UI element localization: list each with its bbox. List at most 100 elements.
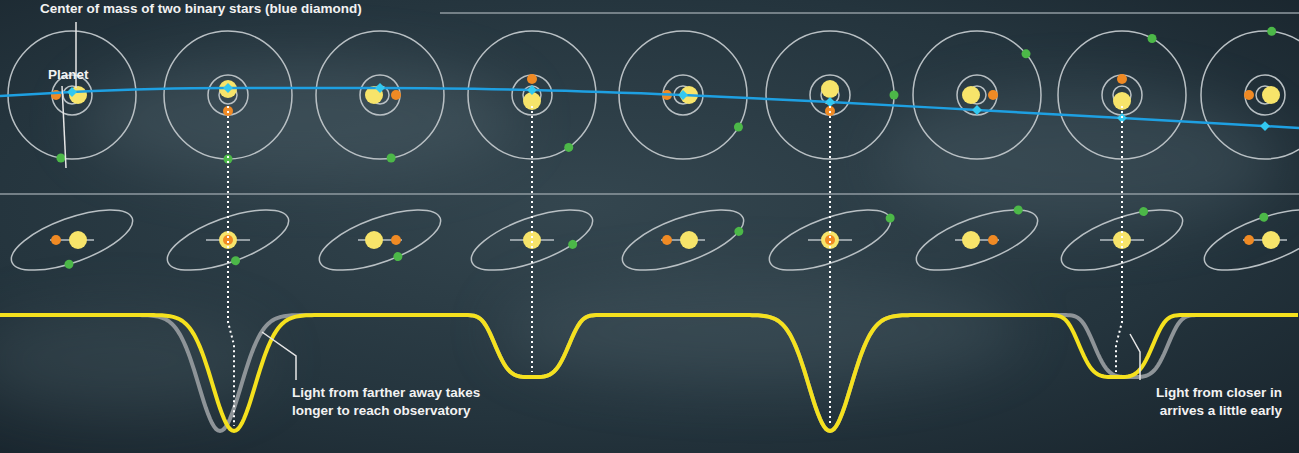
large-star [821, 80, 839, 98]
planet-dot [1022, 49, 1031, 58]
callout-label: Light from farther away takes longer to … [292, 384, 507, 420]
orbit-ring [468, 31, 596, 159]
orbit-ellipse [615, 197, 750, 282]
orbit-panel [316, 31, 444, 163]
small-star [527, 74, 537, 84]
orbit-ring [360, 75, 400, 115]
blue-diamond [825, 97, 835, 107]
orbit-ellipse [160, 197, 295, 282]
blue-diamond [527, 85, 537, 95]
orbit-ellipse [1054, 197, 1189, 282]
blue-diamond [1260, 121, 1270, 131]
planet-dot [56, 154, 65, 163]
orbit-ring [316, 31, 444, 159]
binary-edge-on [955, 231, 999, 249]
leader-lines [62, 22, 1140, 380]
planet-dot [1148, 34, 1157, 43]
top-view-row [0, 27, 1299, 164]
side-view-panel [464, 197, 600, 283]
small-star [1244, 90, 1254, 100]
blue-diamond [67, 87, 77, 97]
orbit-ellipse [312, 197, 447, 282]
side-view-panel [909, 197, 1044, 282]
binary-edge-on [358, 231, 402, 249]
large-star [680, 231, 698, 249]
timing-line [228, 106, 234, 426]
panel-rules [0, 13, 1299, 194]
small-star [391, 90, 401, 100]
orbit-ellipse [4, 197, 139, 282]
large-star [365, 231, 383, 249]
orbit-ring [810, 75, 850, 115]
orbit-panel [164, 31, 292, 164]
large-star [962, 231, 980, 249]
timing-lines [228, 106, 1122, 426]
planet-dot [392, 251, 404, 263]
timing-line [829, 106, 831, 426]
light-curve [0, 315, 1298, 431]
blue-diamond [223, 83, 233, 93]
orbit-ellipse [909, 197, 1044, 282]
callout-label: Center of mass of two binary stars (blue… [40, 0, 362, 18]
planet-dot [230, 255, 242, 267]
callout-label: Planet [48, 66, 89, 84]
orbit-panel [619, 31, 747, 159]
large-star [1262, 86, 1280, 104]
timing-line [1116, 106, 1122, 372]
orbit-ring [1201, 31, 1299, 159]
large-star [962, 86, 980, 104]
small-star [988, 90, 998, 100]
planet-dot [890, 91, 899, 100]
rule-line [0, 193, 1299, 195]
orbit-panel [1058, 31, 1186, 159]
binary-edge-on [1243, 231, 1287, 249]
small-star [1244, 235, 1254, 245]
orbit-ring [1245, 75, 1285, 115]
blue-diamond [678, 90, 688, 100]
planet-dot [733, 226, 745, 238]
binary-edge-on [661, 231, 705, 249]
orbit-ring [1058, 31, 1186, 159]
side-view-panel [4, 197, 141, 286]
large-star [1262, 231, 1280, 249]
planet-dot [63, 258, 75, 270]
orbit-ring [913, 31, 1041, 159]
leader-line [1130, 334, 1140, 380]
orbit-panel [766, 31, 899, 159]
small-star [51, 235, 61, 245]
blue-diamond [375, 83, 385, 93]
side-view-panel [615, 197, 750, 282]
rule-line [440, 12, 1299, 14]
side-view-panel [1196, 193, 1299, 282]
planet-dot [387, 154, 396, 163]
planet-dot [564, 143, 573, 152]
observed-light-curve [0, 315, 1298, 431]
planet-dot [1258, 211, 1270, 223]
side-view-panel [1054, 196, 1190, 283]
small-star [391, 235, 401, 245]
orbit-ring [164, 31, 292, 159]
orbit-ellipse [1197, 197, 1299, 282]
planet-dot [734, 123, 743, 132]
planet-dot [1267, 27, 1276, 36]
orbit-panel [1201, 27, 1299, 159]
side-view-row [4, 193, 1299, 286]
timing-line [531, 106, 533, 372]
planet-dot [884, 212, 896, 224]
side-view-panel [312, 197, 449, 286]
orbit-ellipse [464, 197, 599, 282]
planet-dot [1012, 204, 1024, 216]
large-star [69, 231, 87, 249]
small-star [1117, 74, 1127, 84]
orbit-ring [208, 75, 248, 115]
leader-line [62, 86, 66, 168]
leader-line [262, 332, 296, 380]
orbit-panel [468, 31, 596, 159]
orbit-panel [8, 31, 136, 163]
planet-dot [567, 239, 579, 251]
orbit-ellipse [762, 197, 897, 282]
callout-label: Light from closer in arrives a little ea… [1110, 384, 1282, 420]
orbit-panel [913, 31, 1041, 159]
